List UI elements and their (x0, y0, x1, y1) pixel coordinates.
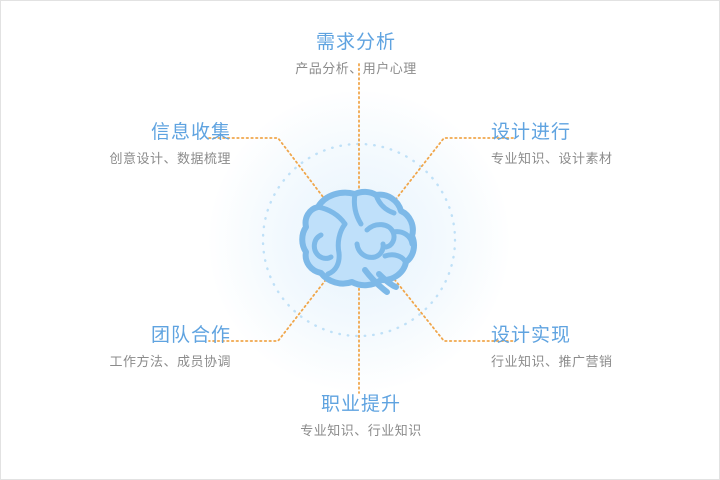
node-subtitle: 创意设计、数据梳理 (109, 151, 231, 166)
node-title: 团队合作 (150, 325, 231, 346)
node-requirement-analysis[interactable]: 需求分析 产品分析、用户心理 (256, 31, 456, 79)
node-title: 信息收集 (150, 122, 231, 143)
node-title: 职业提升 (320, 394, 401, 415)
node-title: 设计实现 (491, 325, 572, 346)
node-title: 设计进行 (491, 122, 572, 143)
node-career-advancement[interactable]: 职业提升 专业知识、行业知识 (261, 393, 461, 441)
node-subtitle: 行业知识、推广营销 (491, 354, 613, 369)
brain-icon (299, 188, 417, 295)
node-team-collaboration[interactable]: 团队合作 工作方法、成员协调 (31, 324, 231, 372)
node-subtitle: 产品分析、用户心理 (295, 61, 417, 76)
node-subtitle: 工作方法、成员协调 (109, 354, 231, 369)
node-design-progress[interactable]: 设计进行 专业知识、设计素材 (491, 121, 691, 169)
node-information-gathering[interactable]: 信息收集 创意设计、数据梳理 (31, 121, 231, 169)
node-subtitle: 专业知识、行业知识 (300, 423, 422, 438)
node-subtitle: 专业知识、设计素材 (491, 151, 613, 166)
node-design-implementation[interactable]: 设计实现 行业知识、推广营销 (491, 324, 691, 372)
center-glow (209, 91, 509, 391)
node-title: 需求分析 (315, 32, 396, 53)
dotted-orbit-circle (261, 142, 457, 338)
